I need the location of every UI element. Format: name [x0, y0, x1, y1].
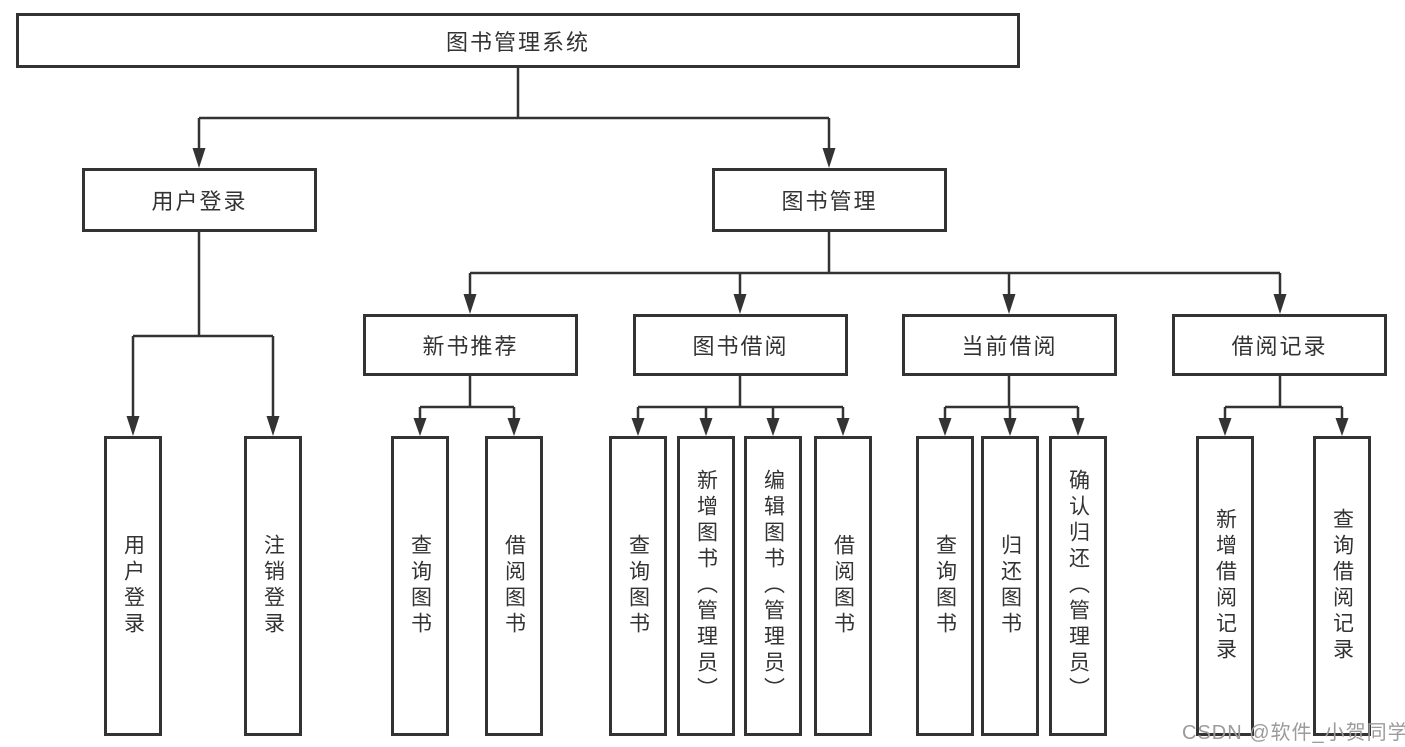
node-root-system: 图书管理系统: [16, 13, 1020, 68]
leaf-add-borrow-record: 新增借阅记录: [1196, 436, 1254, 736]
leaf-query-books-recommend: 查询图书: [391, 436, 449, 736]
leaf-query-borrow-record: 查询借阅记录: [1313, 436, 1371, 736]
leaf-confirm-return-admin: 确认归还（管理员）: [1049, 436, 1107, 736]
node-book-management: 图书管理: [712, 168, 947, 232]
leaf-return-books: 归还图书: [981, 436, 1039, 736]
leaf-borrow-books-recommend: 借阅图书: [485, 436, 543, 736]
node-new-book-recommend: 新书推荐: [363, 314, 578, 376]
leaf-add-books-admin: 新增图书（管理员）: [677, 436, 735, 736]
leaf-logout: 注销登录: [244, 436, 302, 736]
node-current-borrow: 当前借阅: [902, 314, 1117, 376]
leaf-borrow-books: 借阅图书: [814, 436, 872, 736]
leaf-edit-books-admin: 编辑图书（管理员）: [744, 436, 802, 736]
csdn-watermark: CSDN @软件_小贺同学: [1182, 722, 1405, 744]
node-user-login: 用户登录: [82, 168, 317, 232]
leaf-query-books-borrow: 查询图书: [609, 436, 667, 736]
leaf-user-login: 用户登录: [104, 436, 162, 736]
node-borrow-records: 借阅记录: [1172, 314, 1387, 376]
leaf-query-books-current: 查询图书: [916, 436, 974, 736]
node-book-borrow: 图书借阅: [633, 314, 848, 376]
